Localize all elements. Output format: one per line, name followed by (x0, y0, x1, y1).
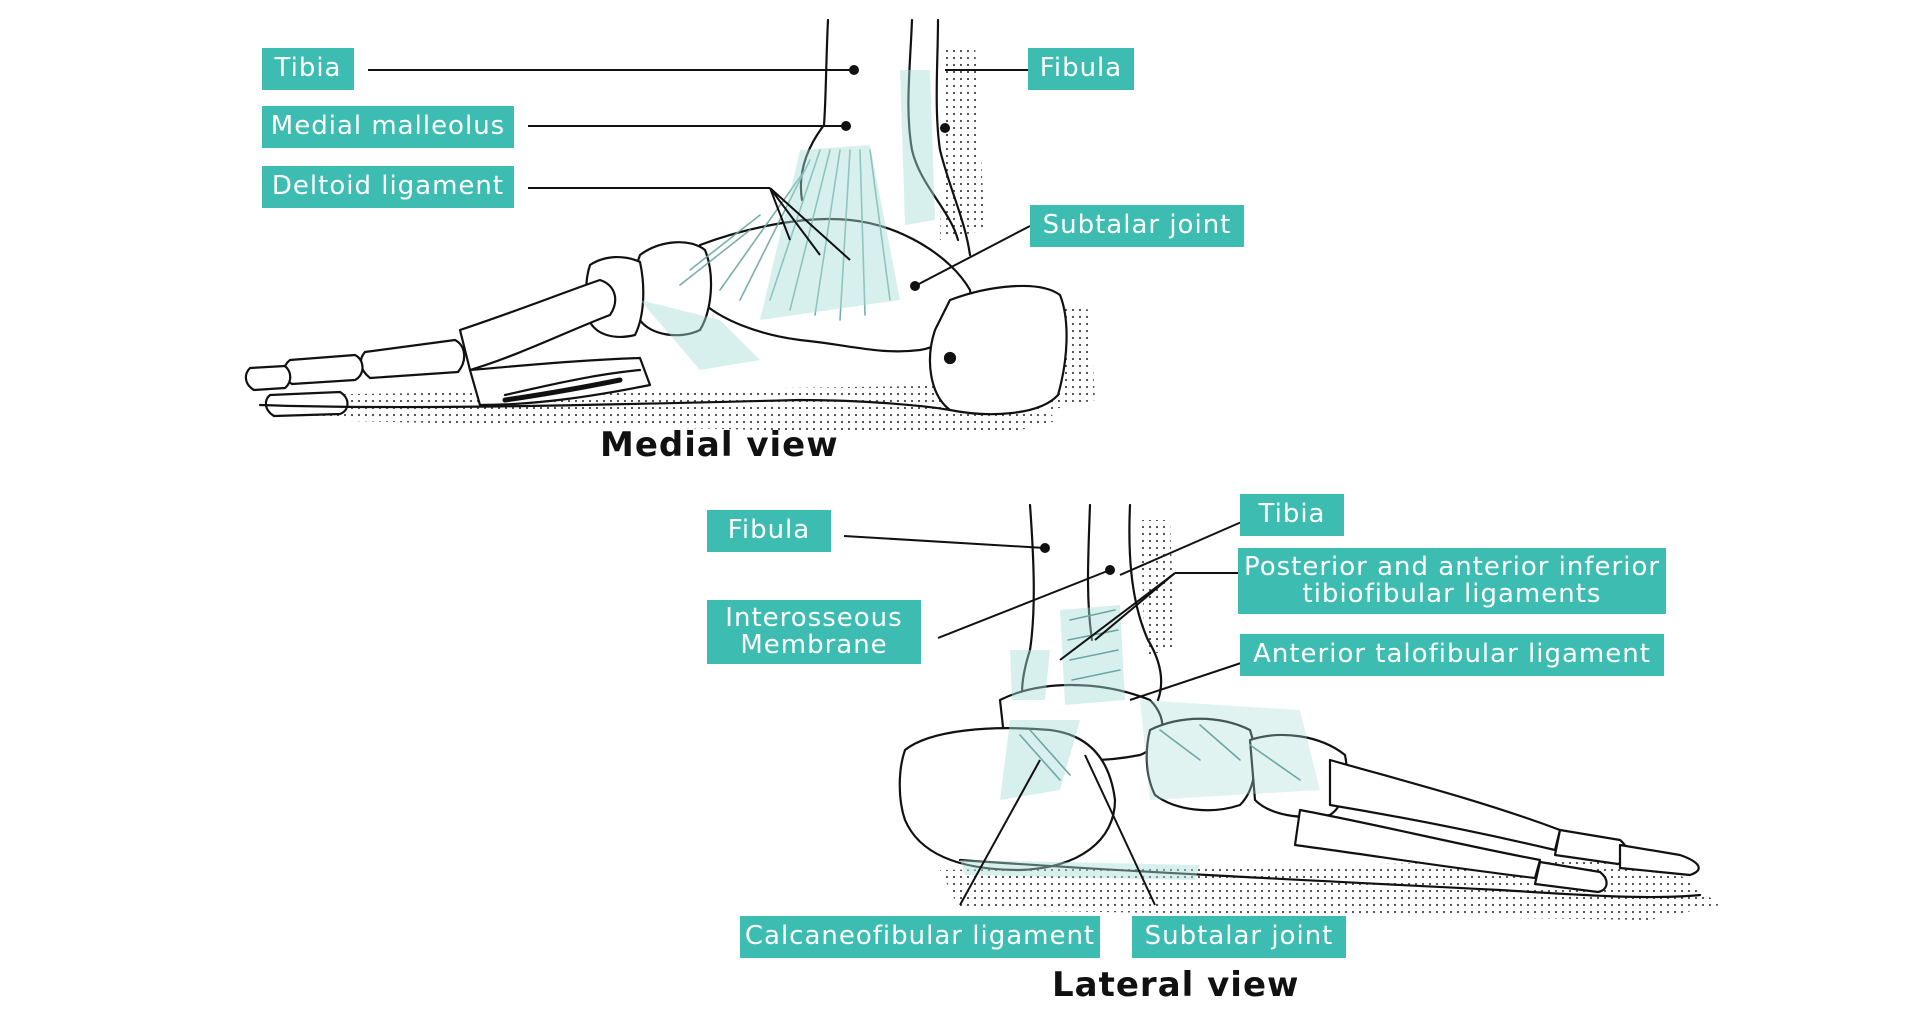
lateral-interosseous-line1: Interosseous (725, 602, 903, 633)
lateral-anterior-talofibular-label: Anterior talofibular ligament (1240, 634, 1664, 676)
medial-tibia-text: Tibia (274, 53, 342, 84)
medial-deltoid-label: Deltoid ligament (262, 166, 514, 208)
lateral-tibia-text: Tibia (1258, 499, 1326, 530)
lateral-view-caption: Lateral view (1052, 965, 1300, 1005)
lateral-subtalar-text: Subtalar joint (1144, 921, 1334, 952)
lateral-interosseous-label: Interosseous Membrane (707, 600, 921, 664)
lateral-tibiofibular-line1: Posterior and anterior inferior (1243, 551, 1661, 582)
medial-foot-illustration (244, 18, 1095, 435)
lateral-tibiofibular-line2: tibiofibular ligaments (1302, 579, 1602, 609)
lateral-anterior-talofibular-text: Anterior talofibular ligament (1253, 639, 1651, 670)
lateral-tibia-label: Tibia (1240, 494, 1344, 536)
lateral-leader-lines (843, 519, 1251, 906)
lateral-calcaneofibular-label: Calcaneofibular ligament (740, 916, 1100, 958)
medial-malleolus-label: Medial malleolus (262, 106, 514, 148)
lateral-calcaneofibular-text: Calcaneofibular ligament (744, 921, 1096, 952)
medial-subtalar-label: Subtalar joint (1030, 205, 1244, 247)
lateral-interosseous-line2: Membrane (740, 630, 888, 660)
medial-view-caption: Medial view (600, 425, 839, 465)
medial-deltoid-text: Deltoid ligament (271, 171, 505, 202)
lateral-tibiofibular-label: Posterior and anterior inferior tibiofib… (1238, 548, 1666, 614)
medial-leader-lines (368, 65, 1031, 291)
lateral-fibula-text: Fibula (727, 515, 811, 546)
medial-fibula-label: Fibula (1028, 48, 1134, 90)
medial-malleolus-text: Medial malleolus (270, 111, 506, 142)
medial-tibia-label: Tibia (262, 48, 354, 90)
lateral-foot-illustration (898, 503, 1720, 920)
lateral-subtalar-label: Subtalar joint (1132, 916, 1346, 958)
lateral-fibula-label: Fibula (707, 510, 831, 552)
medial-subtalar-text: Subtalar joint (1042, 210, 1232, 241)
medial-fibula-text: Fibula (1039, 53, 1123, 84)
